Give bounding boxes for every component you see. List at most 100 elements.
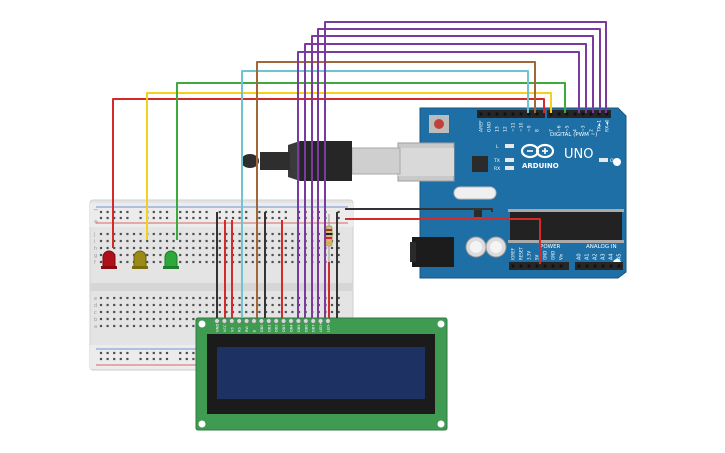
wire-purple-aux[interactable] — [324, 21, 607, 318]
breadboard-hole[interactable] — [245, 310, 248, 314]
header-socket[interactable] — [549, 112, 553, 116]
breadboard-hole[interactable] — [258, 303, 261, 307]
rail-hole[interactable] — [152, 351, 155, 355]
breadboard-hole[interactable] — [245, 303, 248, 307]
breadboard-hole[interactable] — [212, 239, 215, 243]
header-socket[interactable] — [559, 264, 563, 268]
breadboard-hole[interactable] — [113, 310, 116, 314]
breadboard-hole[interactable] — [212, 246, 215, 250]
wire-purple-db4[interactable] — [297, 51, 580, 318]
breadboard-hole[interactable] — [212, 260, 215, 264]
header-socket[interactable] — [581, 112, 585, 116]
breadboard-hole[interactable] — [99, 232, 103, 236]
breadboard-hole[interactable] — [165, 303, 169, 307]
breadboard-hole[interactable] — [330, 253, 334, 257]
breadboard-hole[interactable] — [192, 246, 195, 250]
breadboard-hole[interactable] — [218, 253, 221, 257]
lcd-pin[interactable] — [229, 318, 235, 324]
header-socket[interactable] — [535, 264, 539, 268]
rail-hole[interactable] — [113, 216, 116, 220]
breadboard-hole[interactable] — [238, 310, 241, 314]
breadboard-hole[interactable] — [132, 296, 136, 300]
breadboard-hole[interactable] — [251, 232, 254, 236]
breadboard-hole[interactable] — [152, 253, 155, 257]
rail-hole[interactable] — [198, 210, 202, 214]
breadboard-hole[interactable] — [225, 260, 228, 264]
breadboard-hole[interactable] — [172, 317, 175, 321]
breadboard-hole[interactable] — [99, 324, 103, 328]
breadboard-hole[interactable] — [172, 310, 175, 314]
breadboard-hole[interactable] — [179, 317, 182, 321]
breadboard-hole[interactable] — [245, 296, 248, 300]
header-socket[interactable] — [573, 112, 577, 116]
breadboard-hole[interactable] — [225, 246, 228, 250]
header-socket[interactable] — [585, 264, 589, 268]
breadboard-hole[interactable] — [126, 296, 129, 300]
breadboard-hole[interactable] — [159, 239, 162, 243]
breadboard-hole[interactable] — [132, 310, 136, 314]
breadboard-hole[interactable] — [258, 239, 261, 243]
breadboard-hole[interactable] — [185, 303, 188, 307]
breadboard-hole[interactable] — [126, 303, 129, 307]
rail-hole[interactable] — [205, 216, 208, 220]
rail-hole[interactable] — [284, 216, 287, 220]
rail-hole[interactable] — [278, 216, 281, 220]
breadboard-hole[interactable] — [172, 246, 175, 250]
breadboard-hole[interactable] — [337, 239, 340, 243]
rail-hole[interactable] — [119, 351, 122, 355]
breadboard-hole[interactable] — [119, 296, 122, 300]
rail-hole[interactable] — [99, 210, 103, 214]
rail-hole[interactable] — [278, 210, 281, 214]
breadboard-hole[interactable] — [106, 296, 109, 300]
wire-red-led[interactable] — [112, 98, 545, 248]
breadboard-hole[interactable] — [146, 310, 149, 314]
rail-hole[interactable] — [99, 357, 103, 361]
rail-hole[interactable] — [231, 216, 235, 220]
breadboard-hole[interactable] — [205, 303, 208, 307]
header-socket[interactable] — [551, 264, 555, 268]
breadboard-hole[interactable] — [212, 253, 215, 257]
breadboard-hole[interactable] — [291, 246, 294, 250]
breadboard-hole[interactable] — [113, 324, 116, 328]
breadboard-hole[interactable] — [245, 232, 248, 236]
breadboard-hole[interactable] — [337, 253, 340, 257]
breadboard-hole[interactable] — [337, 232, 340, 236]
breadboard-hole[interactable] — [185, 239, 188, 243]
rail-hole[interactable] — [99, 351, 103, 355]
breadboard-hole[interactable] — [238, 260, 241, 264]
breadboard-hole[interactable] — [291, 232, 294, 236]
breadboard-hole[interactable] — [106, 246, 109, 250]
breadboard-hole[interactable] — [192, 253, 195, 257]
breadboard-hole[interactable] — [159, 317, 162, 321]
rail-hole[interactable] — [238, 210, 241, 214]
breadboard-hole[interactable] — [238, 246, 241, 250]
rail-hole[interactable] — [284, 210, 287, 214]
breadboard-hole[interactable] — [192, 317, 195, 321]
breadboard-hole[interactable] — [179, 310, 182, 314]
breadboard-hole[interactable] — [198, 296, 202, 300]
rail-hole[interactable] — [179, 210, 182, 214]
wire-red-5v[interactable] — [345, 218, 541, 264]
breadboard-hole[interactable] — [119, 303, 122, 307]
breadboard-hole[interactable] — [106, 324, 109, 328]
breadboard-hole[interactable] — [179, 253, 182, 257]
breadboard-hole[interactable] — [179, 239, 182, 243]
breadboard-hole[interactable] — [179, 296, 182, 300]
rail-hole[interactable] — [165, 357, 169, 361]
breadboard-hole[interactable] — [165, 232, 169, 236]
breadboard-hole[interactable] — [271, 303, 274, 307]
breadboard-hole[interactable] — [251, 296, 254, 300]
breadboard-hole[interactable] — [238, 296, 241, 300]
breadboard-hole[interactable] — [119, 317, 122, 321]
breadboard-hole[interactable] — [159, 296, 162, 300]
header-socket[interactable] — [527, 112, 531, 116]
header-socket[interactable] — [503, 112, 507, 116]
breadboard-hole[interactable] — [185, 246, 188, 250]
rail-hole[interactable] — [119, 216, 122, 220]
breadboard-hole[interactable] — [113, 296, 116, 300]
breadboard-hole[interactable] — [152, 303, 155, 307]
breadboard-hole[interactable] — [205, 260, 208, 264]
breadboard-hole[interactable] — [185, 310, 188, 314]
breadboard-hole[interactable] — [271, 253, 274, 257]
breadboard-hole[interactable] — [278, 253, 281, 257]
